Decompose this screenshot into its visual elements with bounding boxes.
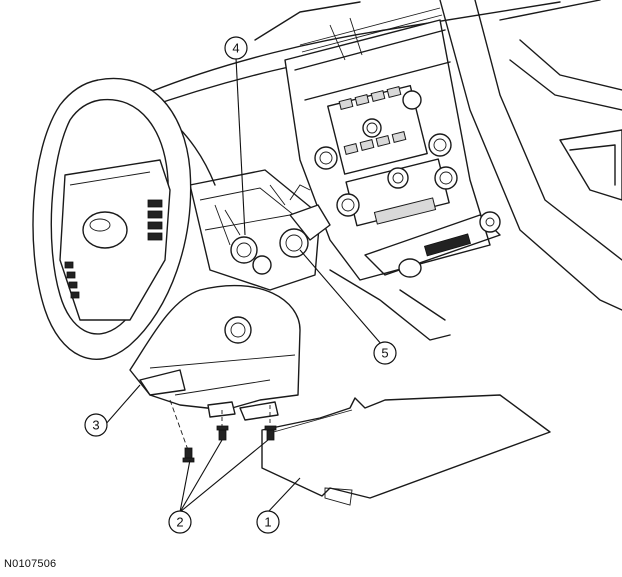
leader-lines [104, 57, 383, 513]
svg-text:1: 1 [264, 515, 271, 530]
climate-knob-left [336, 193, 360, 217]
screw-3 [264, 425, 277, 441]
screw-2 [216, 425, 229, 441]
callout-3: 3 [84, 413, 108, 437]
column-opening [224, 316, 252, 344]
steering-wheel [32, 77, 192, 360]
left-switch-pack [64, 261, 80, 299]
screw-1 [182, 447, 195, 463]
svg-text:2: 2 [176, 515, 183, 530]
tune-knob [428, 133, 452, 157]
volume-knob [314, 146, 338, 170]
console-knob [398, 258, 422, 278]
callout-1: 1 [256, 510, 280, 534]
callout-2: 2 [168, 510, 192, 534]
center-stack [284, 7, 501, 341]
figure-id: N0107506 [4, 558, 57, 570]
power-outlet [479, 211, 501, 233]
svg-text:4: 4 [232, 41, 239, 56]
ignition-switch [279, 228, 309, 258]
climate-knob-right [434, 166, 458, 190]
right-switch-pack [147, 199, 163, 241]
svg-text:5: 5 [381, 346, 388, 361]
svg-text:3: 3 [92, 418, 99, 433]
callout-5: 5 [373, 341, 397, 365]
radio-center-knob [362, 118, 382, 138]
instrument-panel [139, 0, 622, 311]
ignition-lock-cylinder [230, 236, 258, 264]
steering-column [149, 109, 331, 291]
steering-column-opening-cover [261, 394, 551, 506]
lower-steering-column-shroud [129, 284, 301, 421]
callout-4: 4 [224, 36, 248, 60]
screws [169, 399, 277, 463]
radio-buttons [338, 86, 407, 155]
